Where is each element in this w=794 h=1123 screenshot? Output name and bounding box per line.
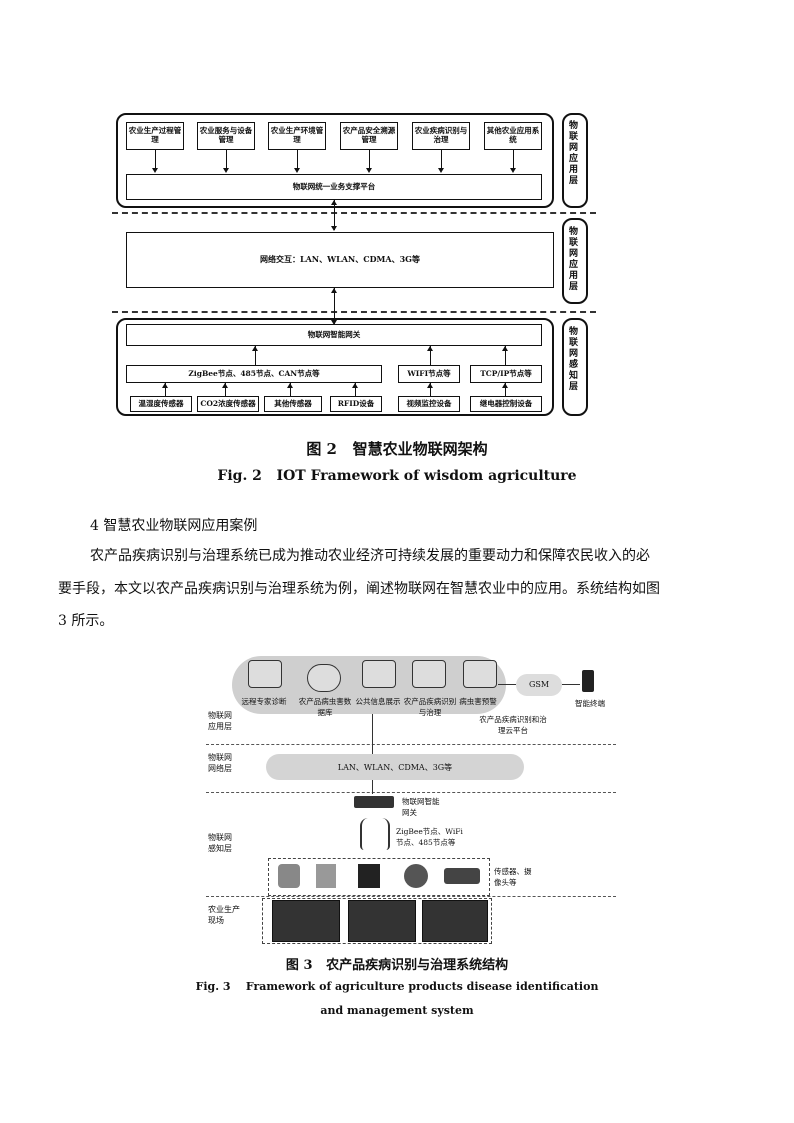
app-layer-frame [116, 113, 554, 208]
device-box-1: 温湿度传感器 [130, 396, 192, 412]
server-label-2: 农产品病虫害数据库 [298, 697, 352, 717]
device-box-6: 继电器控制设备 [470, 396, 542, 412]
fig3-separator-2 [206, 792, 616, 793]
antenna-icon [360, 818, 390, 850]
server-label-1: 远程专家诊断 [241, 697, 287, 706]
server-label-5: 病虫害预警 [459, 697, 497, 706]
sense-layer-side-label: 物联网感知层 [567, 326, 577, 392]
sensors-box [268, 858, 490, 896]
app-layer-side-frame [562, 113, 588, 208]
camera-icon [444, 868, 480, 884]
server-icon-3 [412, 660, 446, 688]
device-box-3: 其他传感器 [264, 396, 322, 412]
device-box-4: RFID设备 [330, 396, 382, 412]
node-box-2: WIFI节点等 [398, 365, 460, 383]
controller-icon [358, 864, 380, 888]
device-box-2: CO2浓度传感器 [197, 396, 259, 412]
fig3-separator-3 [206, 896, 616, 897]
server-label-3: 公共信息展示 [355, 697, 401, 706]
gsm-label: GSM [528, 680, 550, 689]
server-icon-4 [463, 660, 497, 688]
layer-sense-label: 物联网感知层 [208, 833, 232, 853]
server-icon-1 [248, 660, 282, 688]
separator-2 [112, 311, 596, 313]
node-box-1: ZigBee节点、485节点、CAN节点等 [126, 365, 382, 383]
net-layer-side-label: 物联网应用层 [567, 226, 577, 292]
nodes-label: ZigBee节点、WiFi节点、485节点等 [396, 827, 463, 847]
paragraph-line-3: 3 所示。 [58, 613, 114, 629]
app-box-5: 农业疾病识别与治理 [412, 122, 470, 150]
sense-layer-frame [116, 318, 554, 416]
paragraph-line-2: 要手段，本文以农产品疾病识别与治理系统为例，阐述物联网在智慧农业中的应用。系统结… [58, 581, 660, 597]
terminal-label: 智能终端 [575, 699, 605, 708]
paragraph-line-1: 农产品疾病识别与治理系统已成为推动农业经济可持续发展的重要动力和保障农民收入的必 [90, 548, 650, 564]
terminal-arrow [562, 684, 580, 685]
app-box-3: 农业生产环境管理 [268, 122, 326, 150]
app-box-2: 农业服务与设备管理 [197, 122, 255, 150]
server-label-4: 农产品疾病识别与治理 [403, 697, 457, 717]
field-photo-3 [422, 900, 488, 942]
net-text: LAN、WLAN、CDMA、3G等 [337, 763, 453, 772]
server-icon-2 [362, 660, 396, 688]
layer-app-label: 物联网应用层 [208, 711, 232, 731]
figure-2-caption-en: Fig. 2 IOT Framework of wisdom agricultu… [217, 468, 577, 484]
gsm-cloud [516, 674, 562, 696]
app-box-1: 农业生产过程管理 [126, 122, 184, 150]
figure-3-caption-cn: 图 3 农产品疾病识别与治理系统结构 [285, 958, 509, 973]
phone-icon [582, 670, 594, 692]
fig3-separator-1 [206, 744, 616, 745]
database-icon [307, 664, 341, 692]
device-box-5: 视频监控设备 [398, 396, 460, 412]
app-layer-side-label: 物联网应用层 [567, 120, 577, 186]
meter-icon [316, 864, 336, 888]
section-heading: 4 智慧农业物联网应用案例 [90, 518, 258, 534]
cloud-middle [266, 754, 524, 780]
field-frame [262, 898, 492, 944]
field-photo-1 [272, 900, 340, 942]
node-box-3: TCP/IP节点等 [470, 365, 542, 383]
app-box-4: 农产品安全溯源管理 [340, 122, 398, 150]
sensors-label: 传感器、摄像头等 [494, 867, 532, 887]
app-box-6: 其他农业应用系统 [484, 122, 542, 150]
platform-label: 农产品疾病识别和治理云平台 [479, 715, 547, 735]
figure-3-caption-en-2: and management system [320, 1004, 474, 1017]
gauge-icon [404, 864, 428, 888]
network-box: 网络交互：LAN、WLAN、CDMA、3G等 [126, 232, 554, 288]
platform-box: 物联网统一业务支撑平台 [126, 174, 542, 200]
separator-1 [112, 212, 596, 214]
net-layer-side-frame [562, 218, 588, 304]
field-label: 农业生产现场 [208, 905, 240, 925]
sense-layer-side-frame [562, 318, 588, 416]
router-icon [354, 796, 394, 808]
figure-3-caption-en-1: Fig. 3 Framework of agriculture products… [195, 980, 599, 993]
figure-2-caption-cn: 图 2 智慧农业物联网架构 [306, 440, 488, 458]
gateway-label: 物联网智能网关 [402, 797, 440, 817]
flowmeter-icon [278, 864, 300, 888]
layer-net-label: 物联网网络层 [208, 753, 232, 773]
gateway-box: 物联网智能网关 [126, 324, 542, 346]
field-photo-2 [348, 900, 416, 942]
gsm-arrow [498, 684, 516, 685]
